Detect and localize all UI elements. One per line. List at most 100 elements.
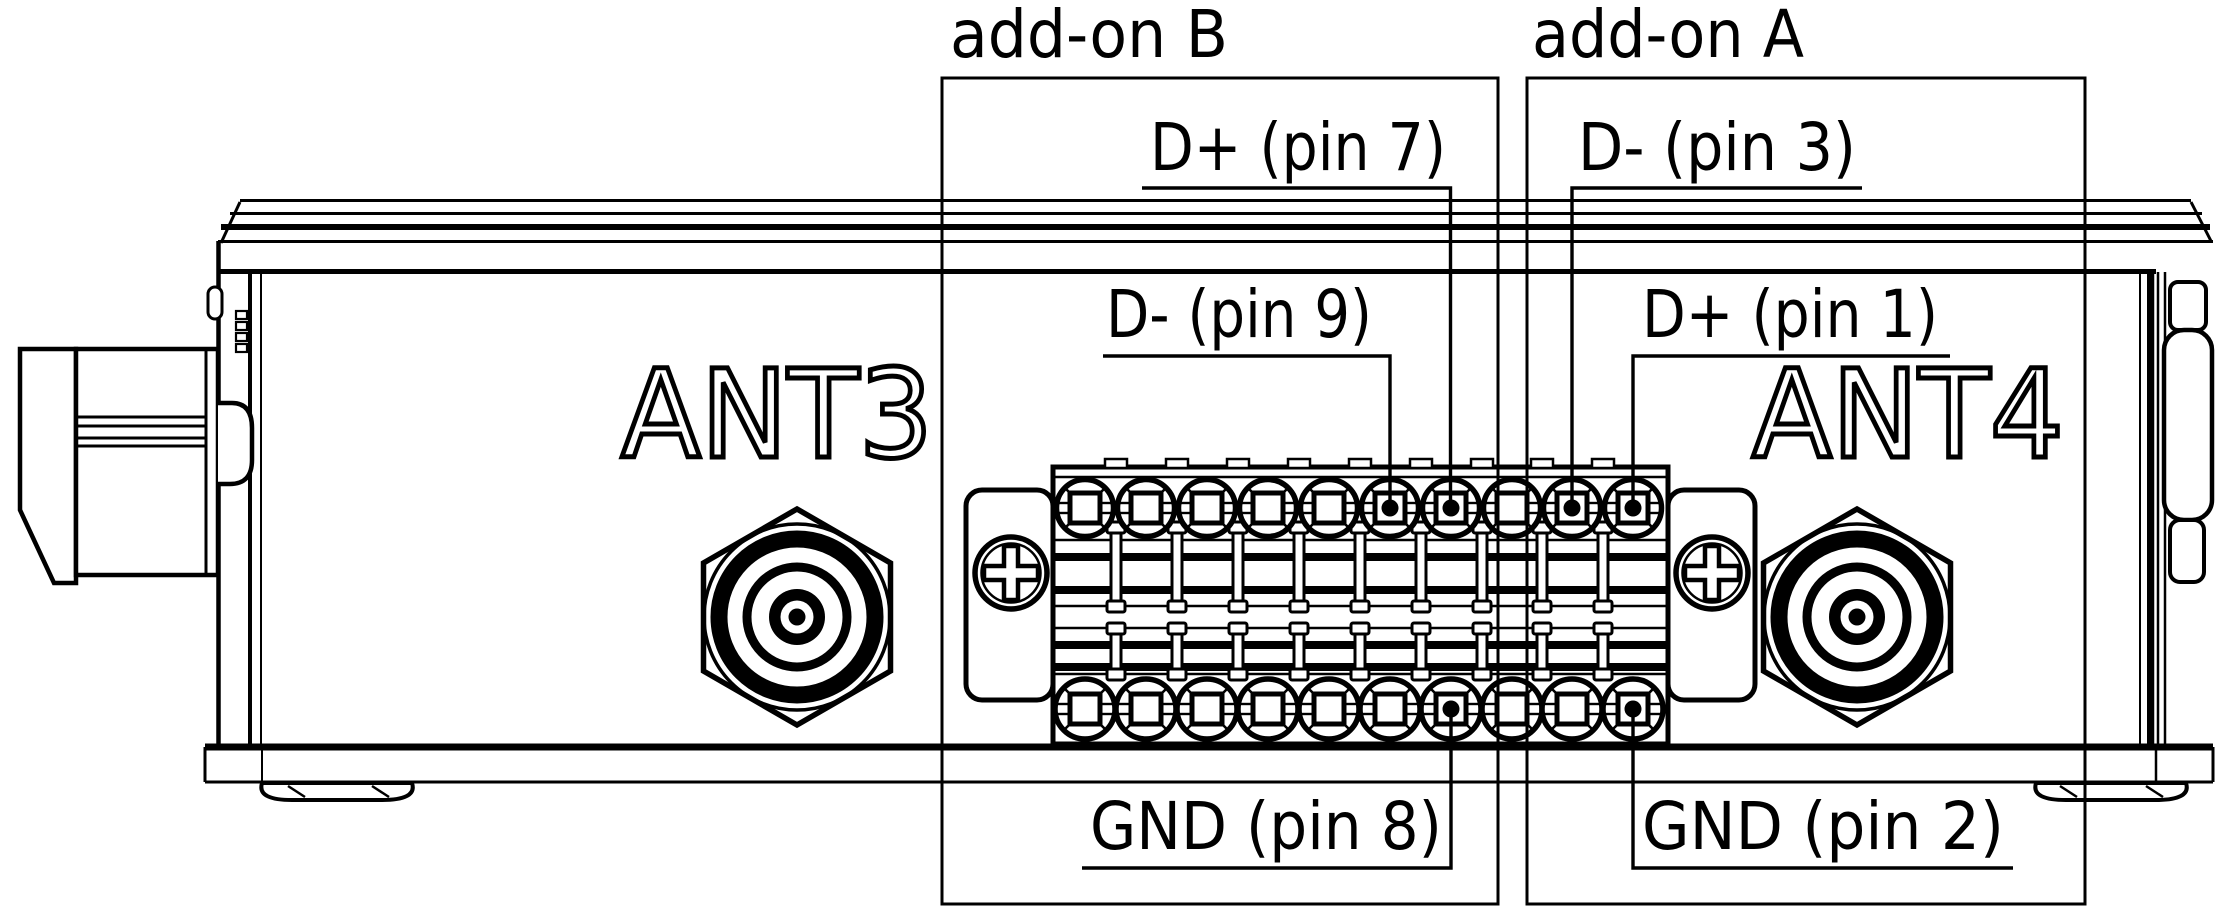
clamp-post-cap [1410, 667, 1432, 682]
clamp-post-cap [1471, 599, 1493, 614]
clamp-post-cap [1471, 667, 1493, 682]
housing-top-rib [1469, 457, 1495, 470]
sma-connector-ant4-icon [1764, 509, 1951, 725]
terminal-square-port [1372, 691, 1408, 727]
clamp-post-cap [1288, 621, 1310, 636]
callout-pin3-label: D- (pin 3) [1578, 109, 1856, 186]
terminal-square-port [1189, 490, 1225, 526]
clamp-post-cap [1288, 599, 1310, 614]
terminal-square-port [1067, 490, 1103, 526]
clamp-post-cap [1410, 599, 1432, 614]
housing-top-rib [1408, 457, 1434, 470]
callout-pin9-label: D- (pin 9) [1106, 276, 1372, 353]
rubber-foot [2033, 781, 2189, 802]
ant3-engraving: ANT3 [621, 344, 933, 486]
clamp-post-cap [1531, 621, 1553, 636]
clamp-post-cap [1105, 621, 1127, 636]
clip-inner-block [73, 346, 221, 578]
housing-top-rib [1164, 457, 1190, 470]
leader-line-pin8 [1082, 709, 1453, 870]
right-mounting-bracket [2156, 272, 2215, 747]
callout-pin7-label: D+ (pin 7) [1150, 109, 1446, 186]
callout-leaders [1082, 186, 2013, 870]
clamp-post-cap [1349, 667, 1371, 682]
clip-tooth [234, 331, 249, 343]
clamp-post [1353, 526, 1367, 614]
clamp-post-cap [1349, 599, 1371, 614]
cap-right-chamfer [2189, 201, 2213, 242]
clamp-post-cap [1105, 599, 1127, 614]
clip-tooth [234, 342, 249, 354]
bracket-main-tab [2161, 327, 2215, 523]
bracket-top-tab [2168, 280, 2208, 332]
chassis-base [203, 743, 2215, 802]
addon-a-region-outline [1525, 76, 2087, 906]
chassis-top-cap [218, 199, 2213, 244]
terminal-square-port [1554, 691, 1590, 727]
foot-hatch [371, 784, 390, 799]
clamp-post [1292, 526, 1306, 614]
housing-top-rib [1286, 457, 1312, 470]
rubber-foot [259, 781, 415, 802]
callout-pin2-label: GND (pin 2) [1642, 788, 2004, 865]
phillips-screw-right-icon [1676, 537, 1748, 609]
terminal-block [963, 457, 1758, 747]
callout-pin1-label: D+ (pin 1) [1642, 276, 1938, 353]
clip-tooth [234, 320, 249, 332]
addon-a-label: add-on A [1532, 0, 1804, 73]
terminal-square-port [1128, 490, 1164, 526]
left-edge-tab [206, 285, 224, 321]
bracket-bottom-tab [2168, 518, 2206, 584]
clamp-post-cap [1531, 599, 1553, 614]
clamp-post-cap [1166, 599, 1188, 614]
sma-connector-ant3-icon [704, 509, 891, 725]
phillips-screw-left-icon [975, 537, 1047, 609]
terminal-square-port [1067, 691, 1103, 727]
terminal-square-port [1189, 691, 1225, 727]
clip-hook [218, 400, 255, 487]
housing-top-rib [1103, 457, 1129, 470]
terminal-square-port [1250, 490, 1286, 526]
clamp-post-cap [1592, 667, 1614, 682]
housing-top-rib [1529, 457, 1555, 470]
foot-hatch [2059, 784, 2078, 799]
clamp-post [1596, 526, 1610, 614]
terminal-square-port [1494, 691, 1530, 727]
clamp-post-cap [1227, 621, 1249, 636]
addon-b-label: add-on B [950, 0, 1228, 73]
clamp-post-cap [1166, 621, 1188, 636]
leader-line-pin1 [1631, 354, 1950, 508]
cap-left-chamfer [219, 201, 242, 244]
ant4-engraving: ANT4 [1752, 344, 2064, 486]
leader-line-pin3 [1570, 186, 1862, 508]
terminal-rows [1052, 457, 1668, 742]
clamp-post-cap [1410, 621, 1432, 636]
clamp-post-cap [1288, 667, 1310, 682]
terminal-square-port [1311, 490, 1347, 526]
clamp-post [1475, 526, 1489, 614]
housing-top-rib [1347, 457, 1373, 470]
housing-top-rib [1225, 457, 1251, 470]
clamp-post-cap [1105, 667, 1127, 682]
callout-pin8-label: GND (pin 8) [1090, 788, 1442, 865]
terminal-square-port [1250, 691, 1286, 727]
clamp-post [1414, 526, 1428, 614]
housing-top-rib [1590, 457, 1616, 470]
terminal-square-port [1128, 691, 1164, 727]
foot-hatch [287, 784, 306, 799]
clamp-post-cap [1349, 621, 1371, 636]
terminal-square-port [1433, 691, 1469, 727]
clamp-post [1231, 526, 1245, 614]
din-rail-clip [17, 309, 255, 586]
clamp-post [1109, 526, 1123, 614]
clamp-post-cap [1166, 667, 1188, 682]
clip-tooth [234, 309, 249, 321]
clamp-post-cap [1592, 599, 1614, 614]
terminal-square-port [1494, 490, 1530, 526]
leader-line-pin7 [1142, 186, 1453, 508]
foot-hatch [2145, 784, 2164, 799]
leader-line-pin9 [1103, 354, 1392, 508]
clip-outer-block [17, 346, 79, 586]
